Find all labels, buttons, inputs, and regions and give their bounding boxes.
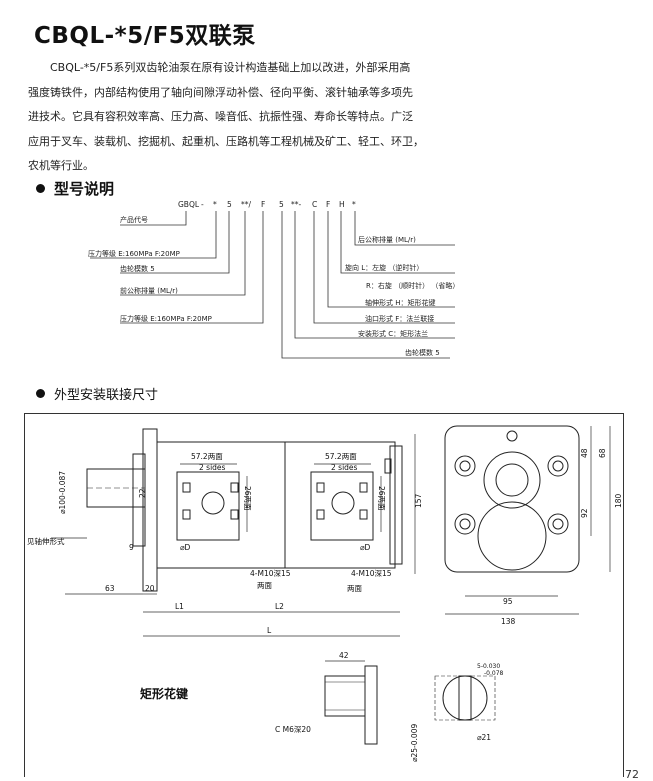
dim-48: 48 xyxy=(580,448,589,458)
spline-title: 矩形花键 xyxy=(139,686,188,701)
dim-26-2: 26两面 xyxy=(377,486,386,511)
dim-42: 42 xyxy=(339,651,349,660)
dim-key-tol2: -0.078 xyxy=(484,670,504,677)
dim-m10-1: 4-M10深15 xyxy=(250,569,291,578)
label-pressure-2: 压力等级 E:160MPa F:20MP xyxy=(120,314,212,323)
bullet-dot-icon xyxy=(36,389,45,398)
dim-95: 95 xyxy=(503,597,513,606)
shaft-label: 见轴伸形式 xyxy=(27,536,65,546)
dim-m10-2b: 两面 xyxy=(347,584,362,593)
page-title: CBQL-*5/F5双联泵 xyxy=(34,23,256,49)
dim-26-1: 26两面 xyxy=(243,486,252,511)
label-port-type: 油口形式 F：法兰联接 xyxy=(365,314,434,323)
dim-L2: L2 xyxy=(275,602,284,611)
label-pressure-1: 压力等级 E:160MPa F:20MP xyxy=(88,249,180,258)
dim-9: 9 xyxy=(129,543,134,552)
label-rotation-l: 旋向 L：左旋 （逆时针） xyxy=(345,263,423,272)
drawing-frame: 57.2两面 2 sides 57.2两面 2 sides 26两面 26两面 … xyxy=(24,413,624,777)
dim-63: 63 xyxy=(105,584,115,593)
dim-21: ⌀21 xyxy=(477,733,491,742)
model-section-heading: 型号说明 xyxy=(36,178,114,199)
code-part: GBQL xyxy=(178,200,200,209)
dim-L1: L1 xyxy=(175,602,184,611)
dim-57-2: 57.2两面 xyxy=(325,452,357,461)
dim-180: 180 xyxy=(614,493,623,508)
page-number: 72 xyxy=(625,768,639,781)
drawing-heading-text: 外型安装联接尺寸 xyxy=(54,388,159,403)
dim-57-1: 57.2两面 xyxy=(191,452,223,461)
bullet-dot-icon xyxy=(36,184,45,193)
dim-key-tol: 5-0.030 xyxy=(477,663,500,670)
code-part: **/ xyxy=(241,200,252,209)
intro-line: 进技术。它具有容积效率高、压力高、噪音低、抗振性强、寿命长等特点。广泛 xyxy=(28,110,413,123)
drawing-section-heading: 外型安装联接尺寸 xyxy=(36,384,158,403)
intro-line: 农机等行业。 xyxy=(28,159,94,172)
intro-line: CBQL-*5/F5系列双齿轮油泵在原有设计构造基础上加以改进，外部采用高 xyxy=(50,61,411,74)
model-heading-text: 型号说明 xyxy=(54,180,115,198)
dim-138: 138 xyxy=(501,617,516,626)
dim-92: 92 xyxy=(580,508,589,518)
dim-m10-1b: 两面 xyxy=(257,581,272,590)
dim-L: L xyxy=(267,626,272,635)
model-code-diagram: GBQL - * 5 **/ F 5 **- C F H * xyxy=(88,200,459,359)
code-part: * xyxy=(213,200,217,209)
code-part: F xyxy=(261,200,265,209)
intro-line: 强度铸铁件，内部结构使用了轴向间隙浮动补偿、径向平衡、滚针轴承等多项先 xyxy=(28,85,413,99)
dim-sides-1: 2 sides xyxy=(199,463,226,472)
label-rear-displacement: 后公称排量 (ML/r) xyxy=(358,235,416,244)
code-part: C xyxy=(312,200,317,209)
label-product-code: 产品代号 xyxy=(120,215,148,224)
code-part: - xyxy=(201,200,204,209)
dim-22: 22 xyxy=(138,488,147,498)
code-part: 5 xyxy=(279,200,284,209)
dim-phiD-1: ⌀D xyxy=(180,543,191,552)
label-mount-type: 安装形式 C：矩形法兰 xyxy=(358,329,428,338)
code-part: 5 xyxy=(227,200,232,209)
dim-m6: C M6深20 xyxy=(275,725,311,734)
label-shaft-type: 轴伸形式 H：矩形花键 xyxy=(365,298,436,307)
code-part: H xyxy=(339,200,345,209)
label-gear-module-1: 齿轮模数 5 xyxy=(120,264,155,273)
dim-68: 68 xyxy=(598,448,607,458)
dim-sides-2: 2 sides xyxy=(331,463,358,472)
dim-phiD-2: ⌀D xyxy=(360,543,371,552)
code-part: * xyxy=(352,200,356,209)
code-part: F xyxy=(326,200,330,209)
label-front-displacement: 前公称排量 (ML/r) xyxy=(120,286,178,295)
dim-25: ⌀25-0.009 xyxy=(410,724,419,762)
label-gear-module-2: 齿轮模数 5 xyxy=(405,348,440,357)
technical-drawing: 57.2两面 2 sides 57.2两面 2 sides 26两面 26两面 … xyxy=(27,425,623,762)
intro-paragraph: CBQL-*5/F5系列双齿轮油泵在原有设计构造基础上加以改进，外部采用高 强度… xyxy=(28,56,498,179)
dim-20: 20 xyxy=(145,584,155,593)
code-part: **- xyxy=(291,200,302,209)
dim-157: 157 xyxy=(414,493,423,508)
label-rotation-r: R：右旋 （顺时针） （省略） xyxy=(366,281,459,290)
dim-m10-2: 4-M10深15 xyxy=(351,569,392,578)
dim-shaft-dia: ⌀100-0.087 xyxy=(58,471,67,514)
intro-line: 应用于叉车、装载机、挖掘机、起重机、压路机等工程机械及矿工、轻工、环卫， xyxy=(28,134,424,148)
